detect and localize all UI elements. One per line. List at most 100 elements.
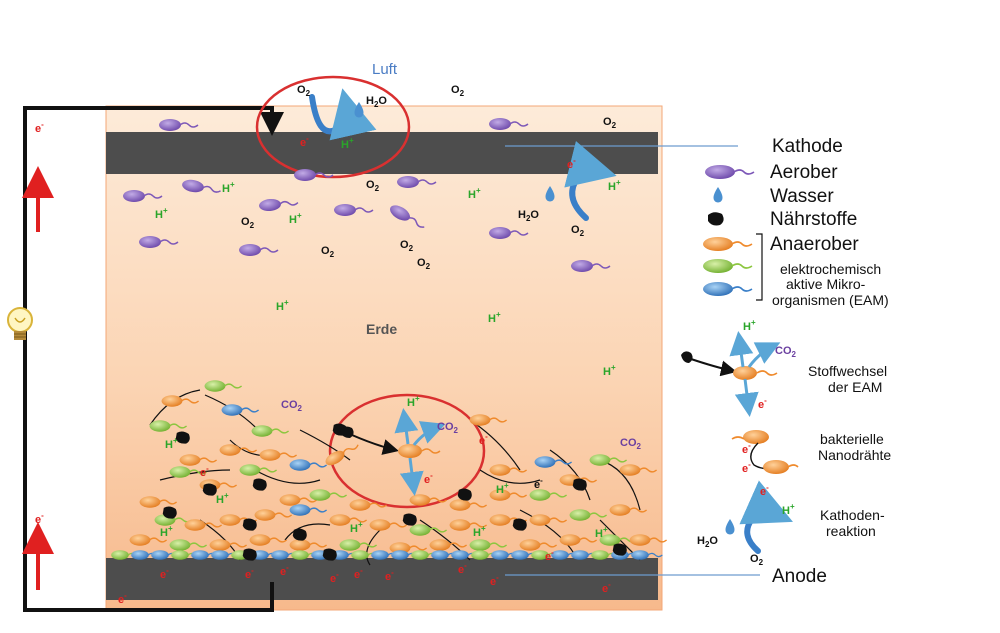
anaerobe-bacterium-icon <box>325 444 359 466</box>
aerobe-bacterium-icon <box>294 169 334 181</box>
nanowire <box>549 449 591 501</box>
electron-label: e- <box>479 432 488 447</box>
electron-label: e- <box>354 566 363 581</box>
air-label: Luft <box>372 61 398 78</box>
eam-green-bacterium-icon <box>169 466 208 478</box>
proton-label: H+ <box>595 525 608 540</box>
aerobe-bacterium-icon <box>489 227 529 239</box>
eam-green-bacterium-icon <box>569 509 608 521</box>
proton-label: H+ <box>407 394 420 409</box>
legend-eam-green-icon <box>703 259 753 273</box>
eam-metabolism-group <box>340 408 446 496</box>
anaerobe-bacterium-icon <box>429 539 468 551</box>
electron-label: e- <box>280 563 289 578</box>
anaerobe-bacterium-icon <box>449 519 488 531</box>
electron-label: e- <box>458 561 467 576</box>
aerobe-bacterium-icon <box>239 244 279 256</box>
electron-label: e- <box>160 566 169 581</box>
electron-label: e- <box>424 471 433 486</box>
eam-green-bacterium-icon <box>409 524 448 536</box>
nutrient-blob-icon <box>162 506 177 519</box>
electron-label: e- <box>118 591 127 606</box>
legend-anaerobe-icon <box>703 237 753 251</box>
anaerobe-bacterium-icon <box>469 414 508 426</box>
metabolism-label-line2: der EAM <box>828 379 882 395</box>
anaerobe-bacterium-icon <box>389 542 428 554</box>
anaerobe-bacterium-icon <box>519 539 558 551</box>
anaerobe-bacterium-icon <box>254 509 293 521</box>
water-drop-icon <box>545 186 555 202</box>
proton-label: H+ <box>216 491 229 506</box>
eam-green-bacterium-icon <box>251 425 290 437</box>
anaerobe-bacterium-icon <box>259 449 298 461</box>
aerobe-bacterium-icon <box>397 176 437 188</box>
electron-label: e- <box>742 441 751 456</box>
electron-label: e- <box>385 568 394 583</box>
legend-nutrient-icon <box>708 212 724 226</box>
oxygen-label: O2 <box>241 216 255 230</box>
nanowire <box>479 469 541 484</box>
aerobe-bacterium-icon <box>123 190 163 202</box>
light-bulb-icon <box>7 307 33 340</box>
nutrient-blob-icon <box>202 483 217 496</box>
anaerobe-bacterium-icon <box>179 454 218 466</box>
electron-label: e- <box>567 156 576 171</box>
eam-blue-bacterium-icon <box>289 504 328 516</box>
eam-blue-bacterium-icon <box>221 404 260 416</box>
oxygen-label: O2 <box>321 245 335 259</box>
water-label: H2O <box>366 95 387 109</box>
aerobe-bacterium-icon <box>139 236 179 248</box>
eam-label-line1: elektrochemisch <box>780 261 881 277</box>
eam-green-bacterium-icon <box>239 464 278 476</box>
water-label: H2O <box>697 535 718 549</box>
eam-green-bacterium-icon <box>309 489 348 501</box>
proton-label: H+ <box>743 318 756 333</box>
proton-label: H+ <box>488 310 501 325</box>
anaerobe-label: Anaerober <box>770 234 859 255</box>
eam-blue-bacterium-icon <box>631 550 663 560</box>
nutrient-blob-icon <box>242 548 257 561</box>
anaerobe-bacterium-icon <box>279 494 318 506</box>
oxygen-uptake-arrow <box>309 88 377 141</box>
eam-green-bacterium-icon <box>169 539 208 551</box>
electron-label: e- <box>534 476 543 491</box>
nutrient-blob-icon <box>252 478 267 491</box>
anaerobe-bacterium-icon <box>289 539 328 551</box>
nutrient-blob-icon <box>242 518 257 531</box>
legend-eam-bracket <box>756 233 763 301</box>
nanowire <box>299 429 351 461</box>
aerobe-bacterium-icon <box>159 119 199 131</box>
electron-label: e- <box>245 566 254 581</box>
anaerobe-bacterium-icon <box>619 464 658 476</box>
nanowires-label-line2: Nanodrähte <box>818 447 891 463</box>
proton-label: H+ <box>341 136 354 151</box>
aerobe-bacterium-icon <box>390 205 425 228</box>
proton-label: H+ <box>782 502 795 517</box>
legend-nanowire-icon <box>731 430 799 474</box>
anaerobe-bacterium-icon <box>184 519 223 531</box>
water-label: H2O <box>518 209 539 223</box>
eam-blue-bacterium-icon <box>289 459 328 471</box>
nutrient-blob-icon <box>292 528 307 541</box>
anaerobe-bacterium-icon <box>449 499 488 511</box>
nanowire <box>519 509 576 556</box>
legend-metabolism-icon <box>681 331 781 417</box>
oxygen-label: O2 <box>366 179 380 193</box>
electron-label: e- <box>35 511 44 526</box>
nutrient-blob-icon <box>457 488 472 501</box>
soil-label: Erde <box>366 321 397 337</box>
nanowire <box>159 469 231 481</box>
oxygen-label: O2 <box>400 239 414 253</box>
nanowires-label-line1: bakterielle <box>820 431 884 447</box>
oxygen-label: O2 <box>603 116 617 130</box>
electron-label: e- <box>200 464 209 479</box>
aerobe-bacterium-icon <box>182 179 221 193</box>
proton-label: H+ <box>276 298 289 313</box>
aerobe-bacterium-icon <box>571 260 611 272</box>
co2-label: CO2 <box>620 437 642 451</box>
eam-metabolism-highlight-ring <box>328 393 486 509</box>
proton-label: H+ <box>160 524 173 539</box>
oxygen-label: O2 <box>451 84 465 98</box>
